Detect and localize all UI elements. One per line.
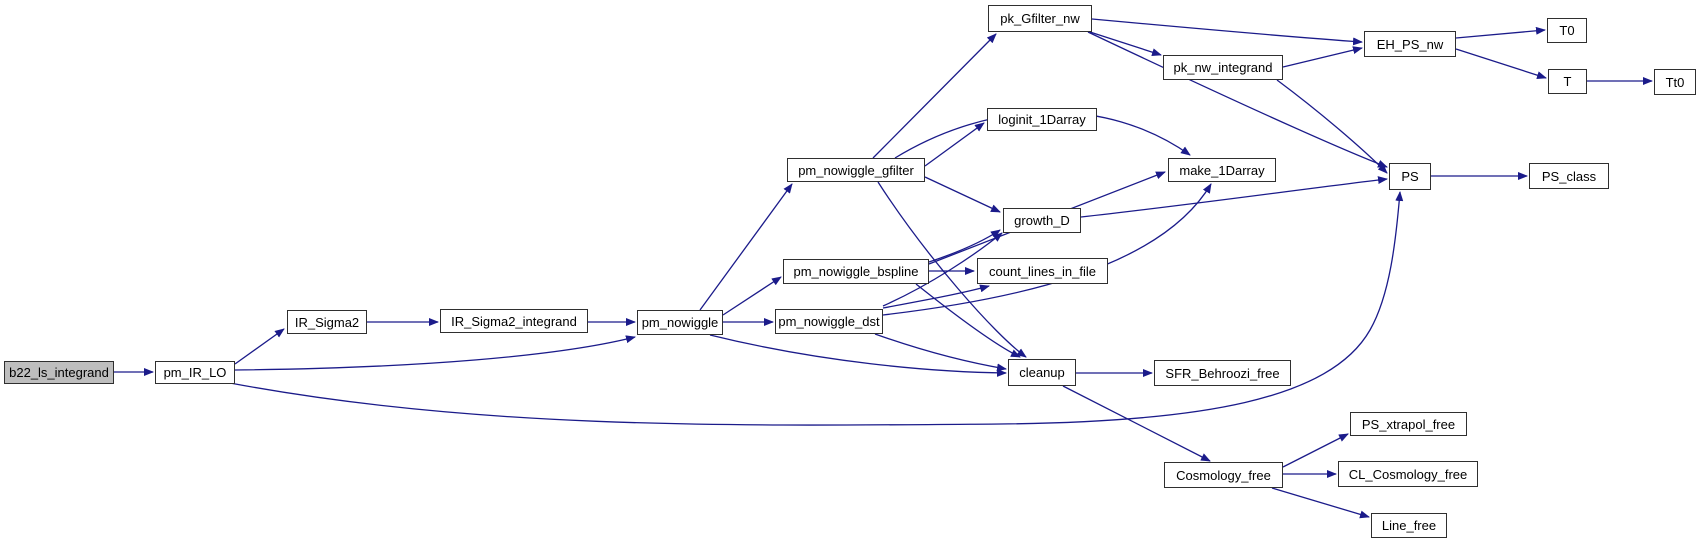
edge-EH_PS_nw-to-T0 xyxy=(1455,26,1546,39)
node-b22_ls_integrand[interactable]: b22_ls_integrand xyxy=(4,361,114,384)
node-EH_PS_nw[interactable]: EH_PS_nw xyxy=(1364,31,1456,57)
node-label: count_lines_in_file xyxy=(989,263,1096,279)
node-CL_Cosmology_free[interactable]: CL_Cosmology_free xyxy=(1338,461,1478,487)
node-label: T xyxy=(1563,74,1572,89)
node-growth_D[interactable]: growth_D xyxy=(1003,208,1081,233)
edge-pm_nowiggle_dst-to-growth_D xyxy=(882,232,1003,307)
node-label: pm_nowiggle_gfilter xyxy=(798,162,914,178)
edge-pm_nowiggle_gfilter-to-cleanup xyxy=(877,181,1027,358)
edge-pm_nowiggle-to-pm_nowiggle_gfilter xyxy=(699,183,793,311)
node-label: Line_free xyxy=(1381,518,1437,533)
node-label: EH_PS_nw xyxy=(1376,36,1444,52)
node-Line_free[interactable]: Line_free xyxy=(1371,513,1447,538)
edge-pm_nowiggle_bspline-to-cleanup xyxy=(915,283,1021,358)
edge-Cosmology_free-to-Line_free xyxy=(1271,487,1370,519)
edge-pk_nw_integrand-to-PS xyxy=(1276,79,1388,174)
edge-pm_nowiggle_dst-to-count_lines_in_file xyxy=(882,284,990,309)
node-label: T0 xyxy=(1559,23,1575,38)
node-label: pm_nowiggle_bspline xyxy=(793,264,919,279)
node-label: make_1Darray xyxy=(1179,162,1265,178)
node-make_1Darray[interactable]: make_1Darray xyxy=(1168,158,1276,182)
node-label: pm_nowiggle xyxy=(641,315,719,330)
node-count_lines_in_file[interactable]: count_lines_in_file xyxy=(977,258,1108,284)
node-SFR_Behroozi_free[interactable]: SFR_Behroozi_free xyxy=(1154,360,1291,386)
edge-pm_IR_LO-to-PS xyxy=(229,191,1404,426)
edge-pm_nowiggle_dst-to-make_1Darray xyxy=(882,183,1212,316)
node-pm_nowiggle_gfilter[interactable]: pm_nowiggle_gfilter xyxy=(787,158,925,182)
node-label: SFR_Behroozi_free xyxy=(1165,365,1280,381)
edge-pm_nowiggle_dst-to-cleanup xyxy=(874,333,1007,372)
edge-pm_nowiggle-to-cleanup xyxy=(709,334,1007,377)
edge-pm_IR_LO-to-IR_Sigma2 xyxy=(234,328,285,365)
edge-EH_PS_nw-to-T xyxy=(1455,48,1547,80)
node-pm_nowiggle_bspline[interactable]: pm_nowiggle_bspline xyxy=(783,259,929,284)
edge-pm_nowiggle_gfilter-to-pk_Gfilter_nw xyxy=(872,33,997,159)
node-label: PS_xtrapol_free xyxy=(1361,416,1456,432)
node-IR_Sigma2[interactable]: IR_Sigma2 xyxy=(287,310,367,334)
edge-pk_Gfilter_nw-to-PS xyxy=(1087,31,1388,168)
edge-pm_IR_LO-to-pm_nowiggle xyxy=(234,335,636,371)
node-T[interactable]: T xyxy=(1548,69,1587,94)
node-label: pk_nw_integrand xyxy=(1173,60,1273,75)
node-loginit_1Darray[interactable]: loginit_1Darray xyxy=(987,108,1097,131)
edge-pm_nowiggle_gfilter-to-loginit_1Darray xyxy=(924,122,985,167)
node-label: pm_nowiggle_dst xyxy=(778,314,880,329)
node-PS[interactable]: PS xyxy=(1389,163,1431,190)
node-pk_nw_integrand[interactable]: pk_nw_integrand xyxy=(1163,55,1283,80)
edge-Cosmology_free-to-PS_xtrapol_free xyxy=(1282,433,1349,468)
node-label: cleanup xyxy=(1019,365,1065,380)
node-label: loginit_1Darray xyxy=(998,112,1086,127)
node-label: pm_IR_LO xyxy=(163,365,227,380)
node-label: PS xyxy=(1401,169,1419,184)
edge-pm_nowiggle_gfilter-to-growth_D xyxy=(924,176,1001,213)
node-label: b22_ls_integrand xyxy=(9,365,109,380)
node-Tt0[interactable]: Tt0 xyxy=(1654,69,1696,95)
node-IR_Sigma2_integrand[interactable]: IR_Sigma2_integrand xyxy=(440,309,588,333)
node-label: pk_Gfilter_nw xyxy=(1000,11,1080,26)
node-Cosmology_free[interactable]: Cosmology_free xyxy=(1164,462,1283,488)
node-label: PS_class xyxy=(1541,168,1597,184)
node-label: Cosmology_free xyxy=(1176,467,1271,483)
edge-growth_D-to-PS xyxy=(1080,176,1388,218)
node-label: CL_Cosmology_free xyxy=(1348,466,1468,482)
node-PS_xtrapol_free[interactable]: PS_xtrapol_free xyxy=(1350,412,1467,436)
edge-pk_Gfilter_nw-to-EH_PS_nw xyxy=(1091,18,1363,46)
node-pm_IR_LO[interactable]: pm_IR_LO xyxy=(155,361,235,384)
node-cleanup[interactable]: cleanup xyxy=(1008,359,1076,386)
node-label: Tt0 xyxy=(1665,74,1685,90)
edge-cleanup-to-Cosmology_free xyxy=(1062,385,1211,462)
node-PS_class[interactable]: PS_class xyxy=(1529,163,1609,189)
node-pm_nowiggle[interactable]: pm_nowiggle xyxy=(637,310,723,335)
node-label: IR_Sigma2 xyxy=(294,314,360,330)
node-T0[interactable]: T0 xyxy=(1547,18,1587,43)
node-pk_Gfilter_nw[interactable]: pk_Gfilter_nw xyxy=(988,5,1092,32)
edge-pm_nowiggle-to-pm_nowiggle_bspline xyxy=(722,276,782,316)
edge-pk_Gfilter_nw-to-pk_nw_integrand xyxy=(1089,31,1162,57)
edge-pk_nw_integrand-to-EH_PS_nw xyxy=(1282,46,1363,68)
node-pm_nowiggle_dst[interactable]: pm_nowiggle_dst xyxy=(775,309,883,334)
node-label: IR_Sigma2_integrand xyxy=(451,313,577,329)
node-label: growth_D xyxy=(1014,213,1070,228)
